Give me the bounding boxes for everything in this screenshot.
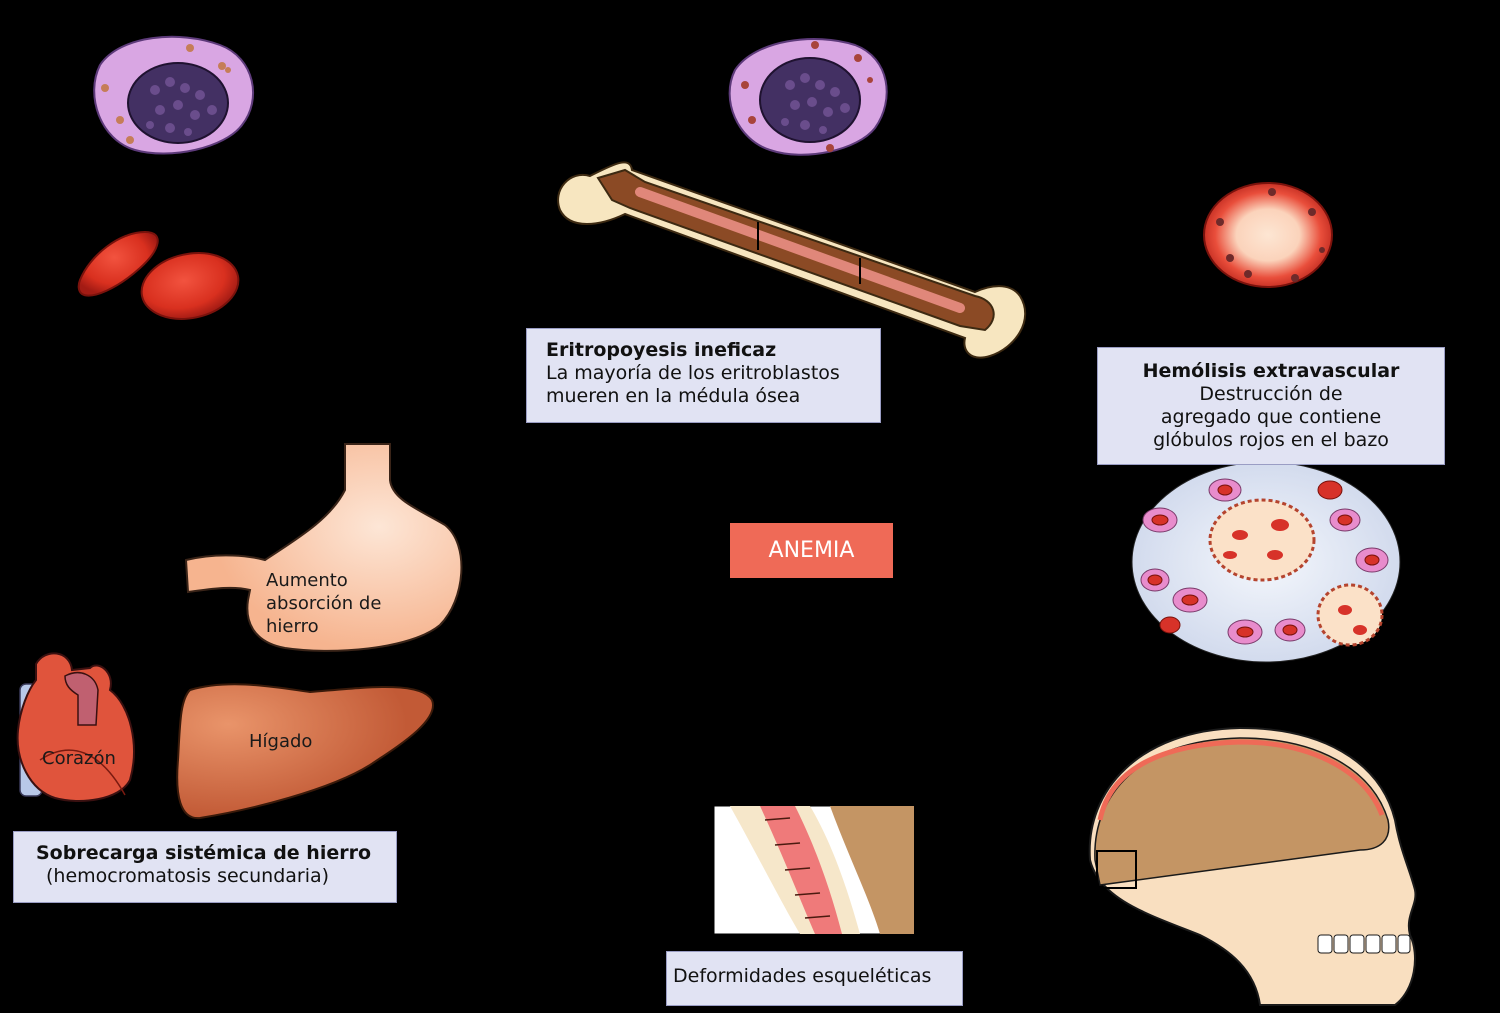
erythroblast-cell-left <box>93 35 255 155</box>
femur-bone <box>557 161 1027 359</box>
liver-label: Hígado <box>249 731 313 752</box>
stomach-label-line: absorción de <box>266 593 382 614</box>
box-title: Sobrecarga sistémica de hierro <box>36 842 372 864</box>
ineffective-erythropoiesis-box: Eritropoyesis ineficaz La mayoría de los… <box>526 328 881 423</box>
box-title: Eritropoyesis ineficaz <box>546 339 777 361</box>
stomach <box>184 443 463 652</box>
bone-section <box>713 805 915 935</box>
heart <box>16 652 135 802</box>
stomach-label-line: Aumento <box>266 570 348 591</box>
box-line: La mayoría de los eritroblastos <box>546 362 840 384</box>
box-line: Destrucción de <box>1199 383 1343 405</box>
box-line: (hemocromatosis secundaria) <box>46 865 330 887</box>
stomach-label-line: hierro <box>266 616 319 637</box>
skull <box>1088 726 1417 1006</box>
anemia-badge: ANEMIA <box>730 523 893 578</box>
spleen-histology <box>1131 461 1401 663</box>
box-title: Deformidades esqueléticas <box>673 965 932 987</box>
erythroblast-cell-center <box>728 38 888 156</box>
damaged-red-cell <box>1203 182 1333 288</box>
box-line: glóbulos rojos en el bazo <box>1153 429 1389 451</box>
iron-overload-box: Sobrecarga sistémica de hierro (hemocrom… <box>13 831 397 903</box>
skeletal-deformities-box: Deformidades esqueléticas <box>666 951 963 1006</box>
liver <box>176 683 435 820</box>
box-line: agregado que contiene <box>1160 406 1382 428</box>
extravascular-hemolysis-box: Hemólisis extravascular Destrucción de a… <box>1097 347 1445 465</box>
heart-label: Corazón <box>42 748 116 769</box>
box-line: mueren en la médula ósea <box>546 385 801 407</box>
red-blood-cells <box>77 230 240 320</box>
box-title: Hemólisis extravascular <box>1142 360 1400 382</box>
stomach-label: Aumento absorción de hierro <box>266 569 381 638</box>
